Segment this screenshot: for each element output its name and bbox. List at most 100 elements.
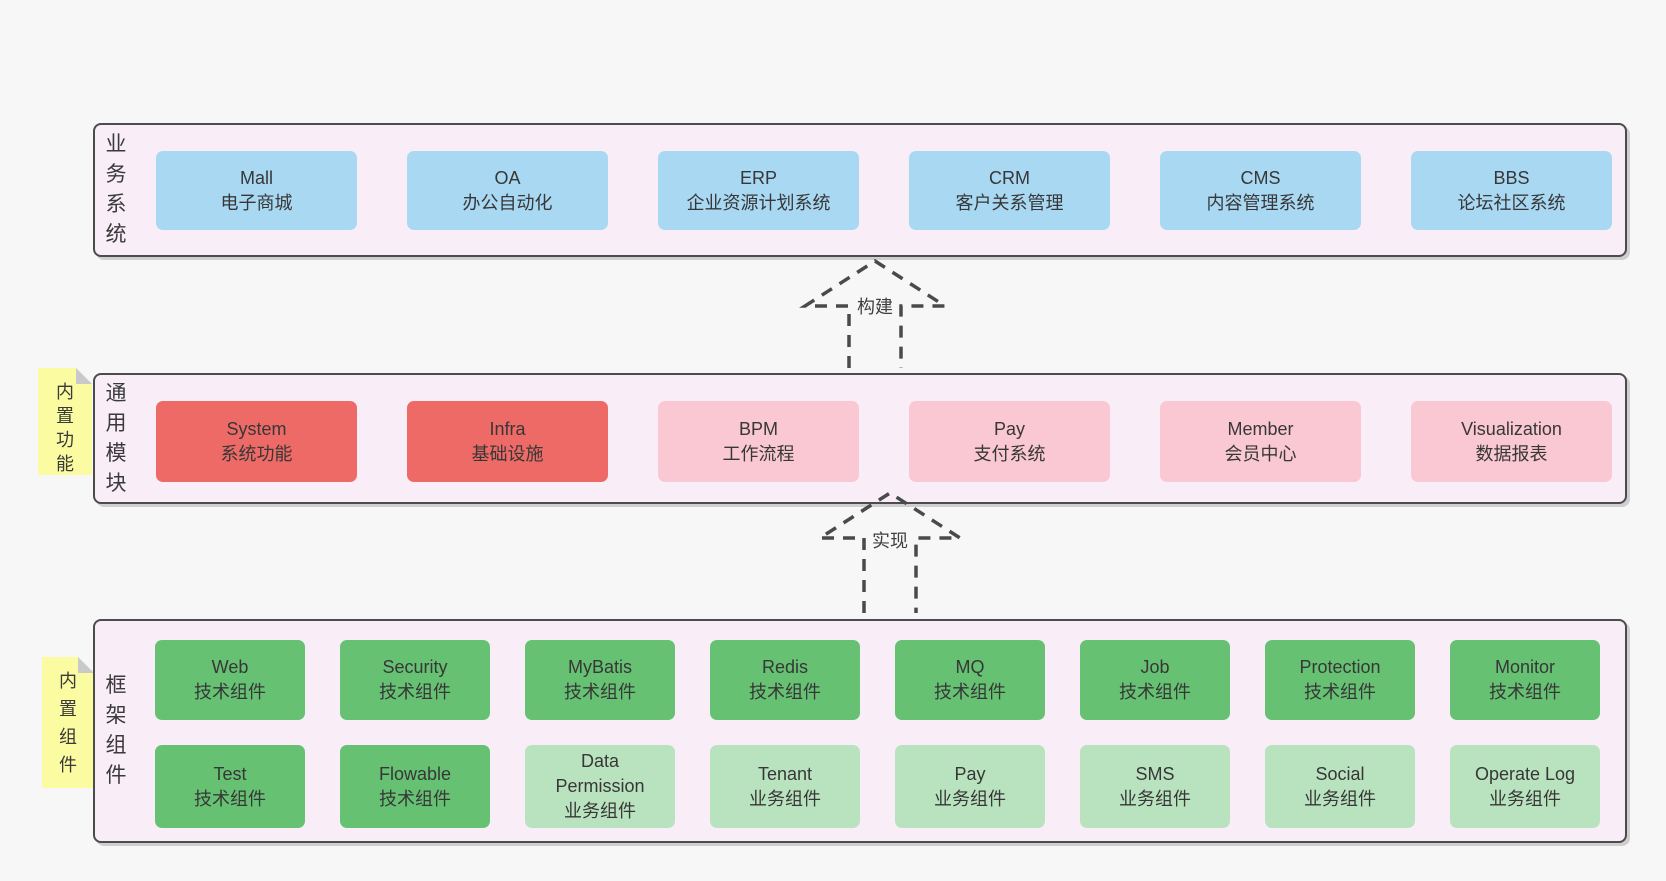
component-box-tenant: Tenant 业务组件 bbox=[710, 745, 860, 828]
box-title: Flowable bbox=[378, 763, 452, 784]
box-title: BBS bbox=[1493, 167, 1530, 188]
component-box-bpm: BPM 工作流程 bbox=[658, 401, 859, 482]
component-box-data-permission: Data Permission 业务组件 bbox=[525, 745, 675, 828]
box-subtitle: 电子商城 bbox=[220, 192, 293, 213]
box-subtitle: 技术组件 bbox=[379, 788, 451, 809]
box-title: Test bbox=[213, 763, 247, 784]
box-title: Redis bbox=[761, 657, 809, 677]
box-subtitle: 数据报表 bbox=[1475, 443, 1548, 464]
component-box-flowable: Flowable 技术组件 bbox=[340, 745, 490, 828]
component-box-protection: Protection 技术组件 bbox=[1265, 640, 1415, 720]
box-subtitle: 业务组件 bbox=[934, 788, 1006, 809]
box-title: System bbox=[226, 418, 287, 439]
arrow-label-build: 构建 bbox=[852, 292, 898, 320]
component-box-test: Test 技术组件 bbox=[155, 745, 305, 828]
box-subtitle: 支付系统 bbox=[973, 443, 1046, 464]
box-title: Visualization bbox=[1461, 418, 1562, 439]
box-subtitle: 业务组件 bbox=[749, 788, 821, 809]
box-subtitle: 企业资源计划系统 bbox=[686, 192, 831, 213]
box-subtitle: 业务组件 bbox=[1119, 788, 1191, 809]
component-box-pay: Pay 支付系统 bbox=[909, 401, 1110, 482]
box-title: Job bbox=[1140, 657, 1170, 677]
panel-common-modules: 通用模块 System 系统功能 Infra 基础设施 BPM 工作流程 Pay 支付系统 Me… bbox=[93, 373, 1627, 504]
arrow-label-implement: 实现 bbox=[867, 526, 913, 554]
component-box-crm: CRM 客户关系管理 bbox=[909, 151, 1110, 230]
component-box-mybatis: MyBatis 技术组件 bbox=[525, 640, 675, 720]
box-title: CMS bbox=[1240, 167, 1281, 188]
box-title: OA bbox=[494, 167, 521, 188]
sticky-note-text: 内置组件 bbox=[59, 671, 77, 775]
box-title: MyBatis bbox=[567, 657, 632, 677]
component-box-erp: ERP 企业资源计划系统 bbox=[658, 151, 859, 230]
box-title: Pay bbox=[993, 418, 1026, 439]
box-title: BPM bbox=[738, 418, 778, 439]
box-title: Monitor bbox=[1494, 657, 1556, 677]
panel-label-common-modules: 通用模块 bbox=[105, 381, 127, 495]
component-box-redis: Redis 技术组件 bbox=[710, 640, 860, 720]
box-subtitle: 系统功能 bbox=[220, 443, 293, 464]
box-subtitle: 技术组件 bbox=[749, 682, 821, 702]
box-subtitle: 内容管理系统 bbox=[1206, 192, 1315, 213]
box-subtitle: 办公自动化 bbox=[462, 192, 553, 213]
component-box-operate-log: Operate Log 业务组件 bbox=[1450, 745, 1600, 828]
component-box-bbs: BBS 论坛社区系统 bbox=[1411, 151, 1612, 230]
sticky-note-text: 内置功能 bbox=[56, 382, 74, 474]
box-title: Member bbox=[1227, 418, 1294, 439]
panel-label-framework-components: 框架组件 bbox=[105, 674, 127, 787]
box-subtitle: 会员中心 bbox=[1224, 443, 1297, 464]
box-title: Data Permission bbox=[555, 751, 645, 796]
dashed-up-arrow-implement bbox=[814, 490, 966, 613]
box-title: ERP bbox=[739, 167, 777, 188]
box-subtitle: 技术组件 bbox=[934, 682, 1006, 702]
panel-business-systems: 业务系统 Mall 电子商城 OA 办公自动化 ERP 企业资源计划系统 CRM 客户关系管理… bbox=[93, 123, 1627, 257]
box-subtitle: 客户关系管理 bbox=[955, 192, 1064, 213]
box-subtitle: 论坛社区系统 bbox=[1457, 192, 1566, 213]
box-subtitle: 技术组件 bbox=[379, 682, 451, 702]
box-subtitle: 技术组件 bbox=[194, 788, 266, 809]
component-box-mall: Mall 电子商城 bbox=[156, 151, 357, 230]
folded-corner-icon bbox=[78, 657, 94, 673]
sticky-note-builtin-features: 内置功能 bbox=[38, 368, 92, 475]
component-box-web: Web 技术组件 bbox=[155, 640, 305, 720]
box-subtitle: 技术组件 bbox=[1119, 682, 1191, 702]
box-subtitle: 业务组件 bbox=[1489, 788, 1561, 809]
box-title: Tenant bbox=[757, 763, 813, 784]
dashed-up-arrow-build bbox=[799, 258, 951, 368]
component-box-cms: CMS 内容管理系统 bbox=[1160, 151, 1361, 230]
panel-label-business-systems: 业务系统 bbox=[105, 133, 127, 246]
box-title: Infra bbox=[489, 418, 526, 439]
component-box-visualization: Visualization 数据报表 bbox=[1411, 401, 1612, 482]
component-box-social: Social 业务组件 bbox=[1265, 745, 1415, 828]
box-subtitle: 技术组件 bbox=[1489, 682, 1561, 702]
component-box-sms: SMS 业务组件 bbox=[1080, 745, 1230, 828]
box-title: Social bbox=[1315, 763, 1365, 784]
component-box-pay: Pay 业务组件 bbox=[895, 745, 1045, 828]
box-title: Mall bbox=[239, 167, 273, 188]
box-title: SMS bbox=[1135, 763, 1175, 784]
box-title: Protection bbox=[1299, 657, 1381, 677]
box-subtitle: 基础设施 bbox=[471, 443, 544, 464]
box-subtitle: 工作流程 bbox=[722, 443, 795, 464]
box-subtitle: 业务组件 bbox=[1304, 788, 1376, 809]
box-title: Web bbox=[211, 657, 249, 677]
sticky-note-builtin-components: 内置组件 bbox=[42, 657, 94, 788]
component-box-job: Job 技术组件 bbox=[1080, 640, 1230, 720]
component-box-monitor: Monitor 技术组件 bbox=[1450, 640, 1600, 720]
folded-corner-icon bbox=[76, 368, 92, 384]
component-box-infra: Infra 基础设施 bbox=[407, 401, 608, 482]
box-title: Pay bbox=[954, 763, 986, 784]
box-subtitle: 技术组件 bbox=[1304, 682, 1376, 702]
component-box-mq: MQ 技术组件 bbox=[895, 640, 1045, 720]
box-subtitle: 技术组件 bbox=[194, 682, 266, 702]
box-title: MQ bbox=[955, 657, 985, 677]
box-title: CRM bbox=[989, 167, 1030, 188]
box-subtitle: 技术组件 bbox=[564, 682, 636, 702]
box-title: Operate Log bbox=[1474, 763, 1576, 784]
box-subtitle: 业务组件 bbox=[564, 801, 636, 821]
component-box-system: System 系统功能 bbox=[156, 401, 357, 482]
component-box-member: Member 会员中心 bbox=[1160, 401, 1361, 482]
component-box-oa: OA 办公自动化 bbox=[407, 151, 608, 230]
